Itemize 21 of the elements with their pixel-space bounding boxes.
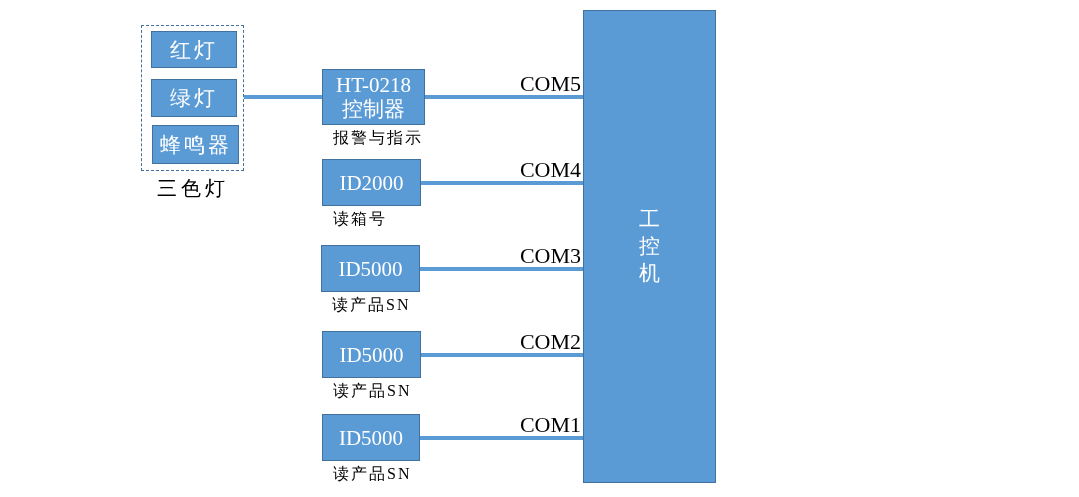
device-box: ID5000 xyxy=(322,331,421,378)
device-box: ID2000 xyxy=(322,159,421,206)
node-label: 读箱号 xyxy=(333,209,387,229)
device-box: HT-0218 控制器 xyxy=(322,69,425,125)
node-label: 读产品SN xyxy=(332,295,411,315)
device-box: ID5000 xyxy=(321,245,420,292)
device-box: 红灯 xyxy=(151,31,237,68)
group-label: 三色灯 xyxy=(156,176,229,200)
connector-line xyxy=(420,436,583,440)
connector-line xyxy=(420,267,583,271)
node-label: 报警与指示 xyxy=(333,128,423,148)
node-label: 读产品SN xyxy=(333,464,412,484)
connector-line xyxy=(421,353,583,357)
connector-line xyxy=(244,95,322,99)
device-box: 蜂鸣器 xyxy=(152,125,239,164)
connector-line xyxy=(425,95,583,99)
connector-line xyxy=(421,181,583,185)
node-label: 读产品SN xyxy=(333,381,412,401)
device-box: 绿灯 xyxy=(151,79,237,117)
device-box: 工控机 xyxy=(583,10,716,483)
device-box: ID5000 xyxy=(322,414,420,461)
